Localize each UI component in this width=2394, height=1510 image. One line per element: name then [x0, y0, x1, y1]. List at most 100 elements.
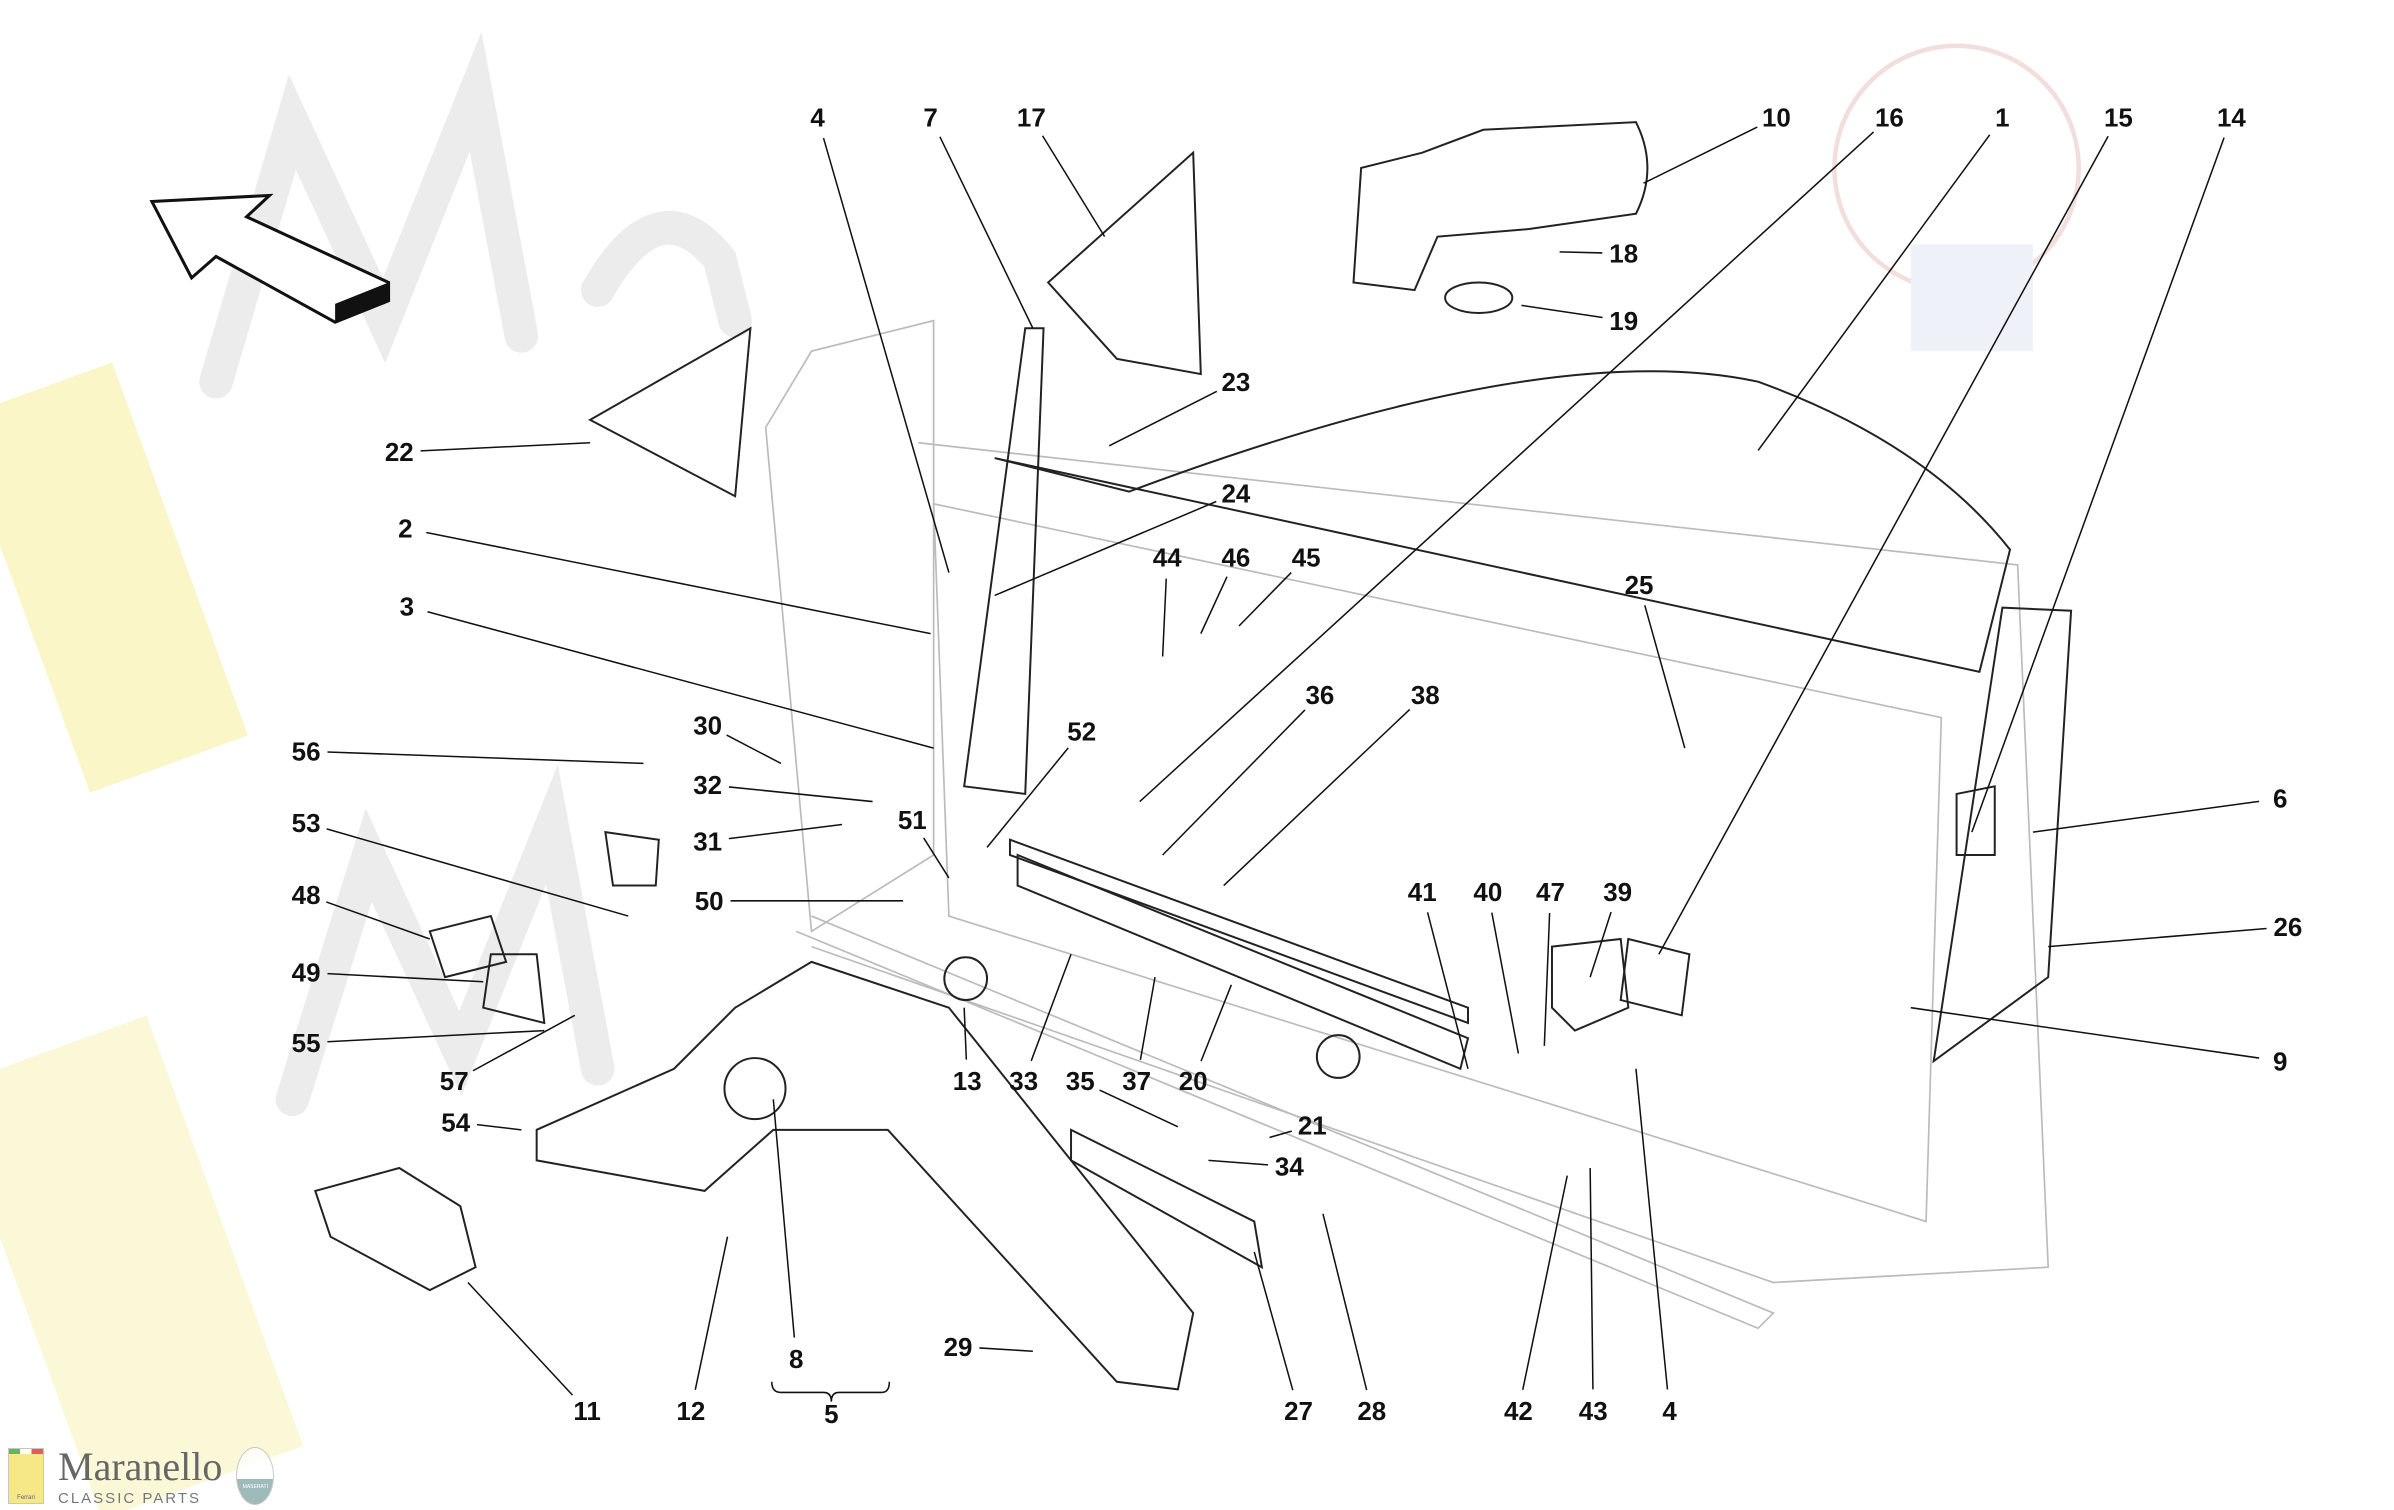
callout-2[interactable]: 2 — [398, 515, 412, 543]
callout-13[interactable]: 13 — [953, 1068, 982, 1096]
maserati-badge-icon: MASERATI — [236, 1447, 275, 1505]
callout-33[interactable]: 33 — [1009, 1068, 1038, 1096]
leader-line-22 — [420, 442, 591, 452]
leader-line-54 — [476, 1123, 522, 1131]
callout-56[interactable]: 56 — [292, 738, 321, 766]
callout-6[interactable]: 6 — [2273, 786, 2287, 814]
door-assembly — [314, 121, 2073, 1391]
callout-3[interactable]: 3 — [400, 593, 414, 621]
callout-30[interactable]: 30 — [693, 712, 722, 740]
callout-11[interactable]: 11 — [573, 1398, 600, 1426]
leader-line-10 — [1643, 126, 1758, 184]
callout-53[interactable]: 53 — [292, 810, 321, 838]
callout-51[interactable]: 51 — [898, 807, 927, 835]
callout-34[interactable]: 34 — [1275, 1154, 1304, 1182]
callout-49[interactable]: 49 — [292, 960, 321, 988]
callout-16[interactable]: 16 — [1875, 105, 1904, 133]
callout-12[interactable]: 12 — [676, 1398, 705, 1426]
leader-line-35 — [1099, 1089, 1179, 1128]
leader-line-23 — [1108, 390, 1218, 447]
callout-36[interactable]: 36 — [1305, 682, 1334, 710]
callout-18[interactable]: 18 — [1609, 241, 1638, 269]
callout-15[interactable]: 15 — [2104, 105, 2133, 133]
leader-line-49 — [327, 972, 484, 983]
leader-line-39 — [1589, 911, 1612, 978]
callout-5[interactable]: 5 — [824, 1401, 838, 1429]
leader-line-34 — [1208, 1159, 1269, 1166]
callout-37[interactable]: 37 — [1122, 1068, 1151, 1096]
callout-39[interactable]: 39 — [1603, 879, 1632, 907]
callout-23[interactable]: 23 — [1222, 369, 1251, 397]
callout-57[interactable]: 57 — [440, 1068, 469, 1096]
callout-7[interactable]: 7 — [923, 105, 937, 133]
leader-line-40 — [1491, 912, 1520, 1054]
callout-8[interactable]: 8 — [789, 1346, 803, 1374]
leader-line-36 — [1162, 709, 1306, 856]
leader-line-27 — [1253, 1251, 1294, 1391]
leader-line-52 — [986, 747, 1069, 848]
callout-54[interactable]: 54 — [441, 1109, 470, 1137]
callout-44[interactable]: 44 — [1153, 544, 1182, 572]
callout-40[interactable]: 40 — [1473, 879, 1502, 907]
callout-46[interactable]: 46 — [1222, 544, 1251, 572]
direction-arrow-icon — [149, 193, 391, 324]
callout-29[interactable]: 29 — [944, 1334, 973, 1362]
leader-line-6 — [2032, 800, 2260, 833]
callout-55[interactable]: 55 — [292, 1030, 321, 1058]
part-5-brace — [771, 1381, 891, 1402]
leader-line-25 — [1644, 605, 1686, 749]
leader-line-46 — [1200, 576, 1228, 634]
callout-4[interactable]: 4 — [1662, 1398, 1677, 1426]
callout-43[interactable]: 43 — [1579, 1398, 1608, 1426]
callout-45[interactable]: 45 — [1292, 544, 1321, 572]
callout-21[interactable]: 21 — [1298, 1112, 1327, 1140]
callout-42[interactable]: 42 — [1504, 1398, 1533, 1426]
callout-1[interactable]: 1 — [1995, 105, 2009, 133]
callout-25[interactable]: 25 — [1625, 572, 1654, 600]
leader-line-57 — [472, 1014, 576, 1072]
leader-line-47 — [1543, 912, 1551, 1046]
callout-9[interactable]: 9 — [2273, 1048, 2287, 1076]
callout-38[interactable]: 38 — [1411, 682, 1440, 710]
callout-20[interactable]: 20 — [1179, 1068, 1208, 1096]
leader-line-18 — [1559, 251, 1603, 254]
callout-10[interactable]: 10 — [1762, 105, 1791, 133]
leader-line-33 — [1030, 953, 1072, 1062]
leader-line-4 — [1635, 1068, 1669, 1390]
callout-17[interactable]: 17 — [1017, 105, 1046, 133]
callout-22[interactable]: 22 — [385, 439, 414, 467]
callout-27[interactable]: 27 — [1284, 1398, 1313, 1426]
callout-14[interactable]: 14 — [2217, 105, 2246, 133]
leader-line-55 — [327, 1029, 545, 1043]
leader-line-53 — [326, 828, 629, 917]
leader-line-1 — [1757, 134, 1991, 451]
leader-line-19 — [1521, 304, 1603, 319]
callout-26[interactable]: 26 — [2273, 914, 2302, 942]
leader-line-37 — [1139, 977, 1156, 1061]
leader-line-45 — [1238, 572, 1292, 627]
callout-24[interactable]: 24 — [1222, 480, 1251, 508]
leader-line-12 — [694, 1236, 729, 1390]
logo-tagline: CLASSIC PARTS — [58, 1489, 201, 1507]
callout-50[interactable]: 50 — [695, 888, 724, 916]
leader-line-11 — [467, 1281, 574, 1396]
callout-leaders — [325, 126, 2267, 1396]
callout-48[interactable]: 48 — [292, 882, 321, 910]
leader-line-3 — [427, 610, 934, 749]
leader-line-14 — [1971, 137, 2225, 833]
maserati-lettering: MASERATI — [242, 1484, 268, 1490]
leader-line-48 — [325, 901, 431, 940]
callout-4[interactable]: 4 — [810, 105, 825, 133]
callout-32[interactable]: 32 — [693, 772, 722, 800]
callout-41[interactable]: 41 — [1408, 879, 1437, 907]
leader-line-30 — [726, 734, 782, 765]
callout-28[interactable]: 28 — [1357, 1398, 1386, 1426]
callout-19[interactable]: 19 — [1609, 308, 1638, 336]
callout-52[interactable]: 52 — [1067, 718, 1096, 746]
callout-47[interactable]: 47 — [1536, 879, 1565, 907]
callout-31[interactable]: 31 — [693, 828, 722, 856]
ferrari-lettering: Ferrari — [17, 1495, 35, 1501]
callout-35[interactable]: 35 — [1066, 1068, 1095, 1096]
ferrari-shield-icon: Ferrari — [8, 1448, 44, 1504]
